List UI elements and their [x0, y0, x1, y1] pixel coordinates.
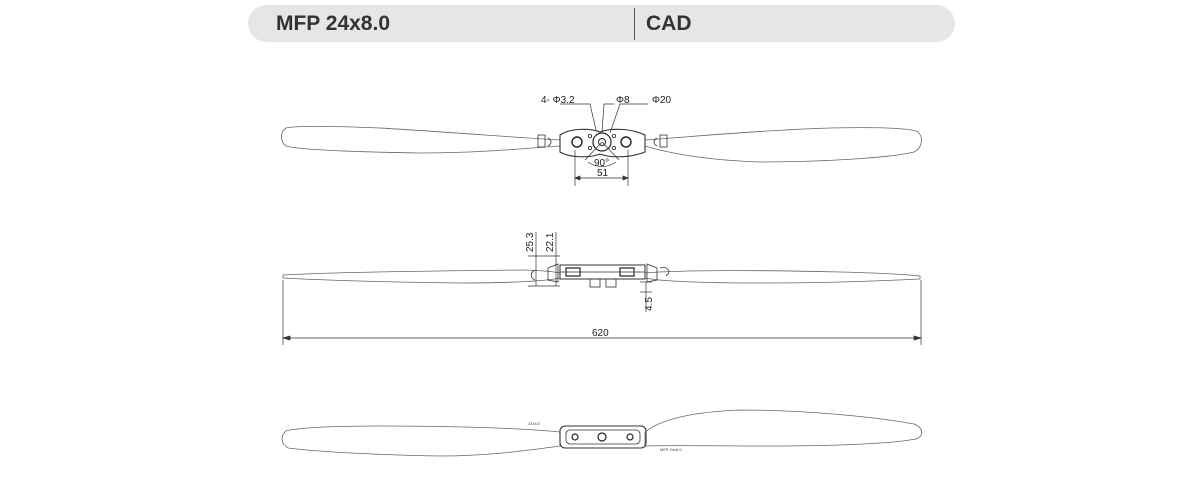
bottom-right-blade: [644, 409, 923, 447]
bottom-view: [281, 409, 923, 457]
dim-height-total-label: 25.3: [525, 232, 536, 252]
left-blade-outline: [281, 126, 561, 154]
side-left-blade: [282, 269, 561, 284]
right-blade-outline: [644, 127, 922, 163]
dim-angle-label: 90°: [594, 158, 609, 169]
title-bar: MFP 24x8.0 CAD: [248, 5, 955, 42]
top-view-dimensions: [560, 103, 648, 186]
dim-length-label: 620: [592, 328, 609, 339]
dim-holes-label: 4- Φ3.2: [541, 95, 575, 106]
bottom-hub: [559, 425, 647, 449]
blade-mark-left: 24x8.0: [528, 421, 541, 426]
dim-hub-label: Φ20: [652, 95, 672, 106]
hub-bolt-right: [620, 136, 632, 148]
title-divider: [634, 8, 635, 40]
side-right-blade: [644, 270, 921, 284]
hub-center-hole: [598, 138, 606, 146]
dim-shaft-label: Φ8: [616, 95, 630, 106]
hub-outline: [559, 128, 646, 158]
section-title: CAD: [646, 12, 692, 35]
bottom-left-blade: [281, 425, 561, 457]
side-view-dimensions: [281, 232, 923, 345]
hub-center-ring: [592, 132, 612, 152]
hub-bolt-left: [571, 136, 583, 148]
top-view: [281, 126, 922, 163]
model-title: MFP 24x8.0: [275, 12, 390, 35]
side-view: [282, 263, 921, 288]
dim-height-hub-label: 22.1: [545, 232, 556, 252]
blade-mark-right: MFP 24x8.0: [660, 447, 682, 452]
dim-spacing-label: 51: [597, 168, 609, 179]
dim-offset-label: 4.5: [644, 297, 655, 311]
